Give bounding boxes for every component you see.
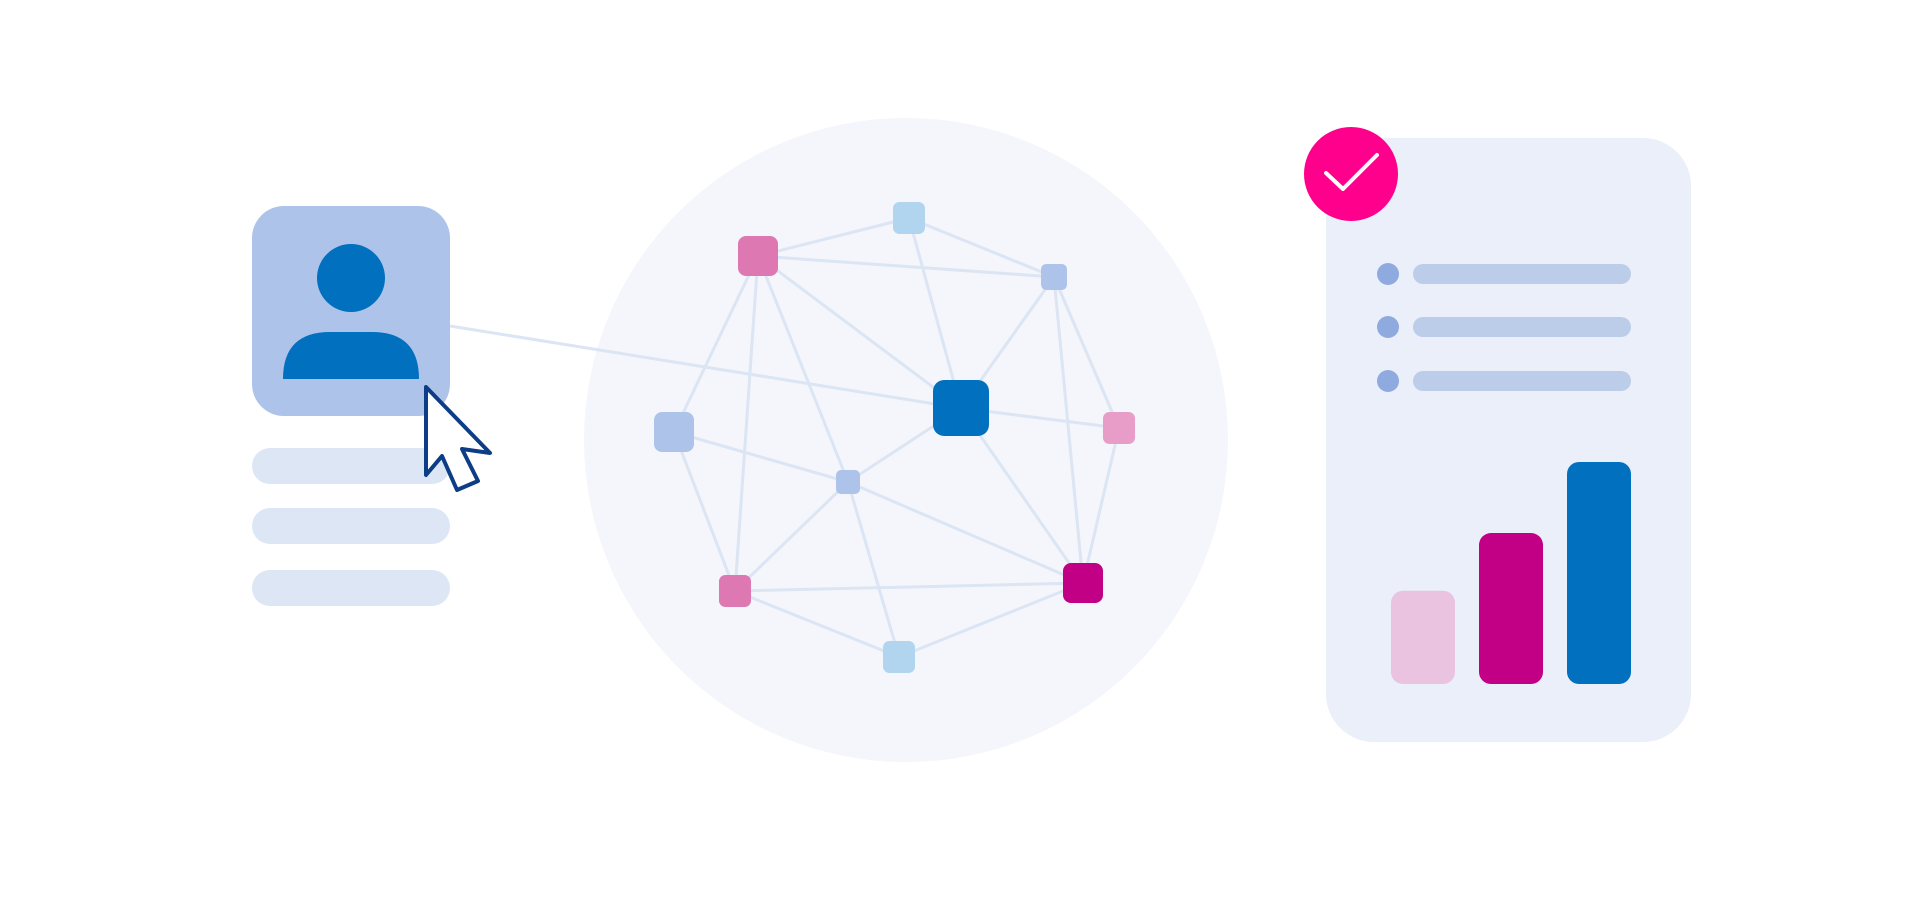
avatar-body (283, 332, 419, 379)
network-edge-bottom-left-bottom-right (734, 581, 1084, 593)
network-edge-top-top-right (908, 216, 1055, 279)
network-edge-top-left-top (757, 216, 910, 258)
network-node-bottom-left (719, 575, 751, 607)
network-edge-left-bottom-left (672, 431, 737, 592)
network-node-left (654, 412, 694, 452)
network-edge-bottom-left-bottom (734, 589, 900, 659)
report-list-bullet-2 (1377, 316, 1399, 338)
profile-detail-line-1 (252, 448, 450, 484)
report-card (1326, 138, 1691, 742)
avatar-head (317, 244, 385, 312)
network-node-bottom-right (1063, 563, 1103, 603)
check-badge-circle (1304, 127, 1398, 221)
network-node-bottom (883, 641, 915, 673)
bar-3 (1567, 462, 1631, 684)
mouse-pointer-icon (424, 385, 492, 492)
network-node-center-small (836, 470, 860, 494)
network-edge-top-right-bottom-right (1052, 276, 1085, 584)
profile-detail-line-3 (252, 570, 450, 606)
network-nodes (654, 202, 1135, 673)
network-edge-bottom-bottom-right (898, 581, 1084, 659)
network-edge-top-left-left (672, 255, 760, 433)
network-node-top-right (1041, 264, 1067, 290)
network-edge-top-right-right (1052, 276, 1121, 429)
bar-2 (1479, 533, 1543, 684)
network-edge-top-left-hub (757, 254, 962, 410)
bar-chart (1391, 462, 1631, 684)
bar-1 (1391, 590, 1455, 684)
report-list-line-3 (1413, 371, 1631, 391)
network-edge-right-bottom-right (1081, 427, 1121, 584)
network-edges (672, 216, 1121, 659)
network-node-right (1103, 412, 1135, 444)
network-edge-center-small-bottom-right (847, 480, 1084, 585)
profile-card[interactable] (252, 206, 450, 416)
checkmark-icon (1324, 153, 1379, 191)
report-list-bullet-1 (1377, 263, 1399, 285)
network-edge-top-left-bottom-left (733, 255, 760, 592)
network-node-hub (933, 380, 989, 436)
network-edge-center-small-bottom-left (733, 480, 850, 593)
network-edge-left-center-small (673, 430, 849, 484)
network-edge-top-left-center-small (756, 255, 850, 483)
network-node-top-left (738, 236, 778, 276)
report-list-line-1 (1413, 264, 1631, 284)
network-edge-hub-bottom-right (959, 407, 1085, 584)
check-badge (1304, 127, 1398, 221)
report-list-bullet-3 (1377, 370, 1399, 392)
report-list-line-2 (1413, 317, 1631, 337)
network-node-top (893, 202, 925, 234)
report-list (1377, 263, 1631, 392)
network-edge-top-left-top-right (757, 254, 1055, 279)
network-edge-center-small-bottom (846, 481, 901, 658)
network-edge-top-hub (907, 217, 963, 409)
user-avatar-icon (283, 244, 419, 379)
profile-detail-line-2 (252, 508, 450, 544)
